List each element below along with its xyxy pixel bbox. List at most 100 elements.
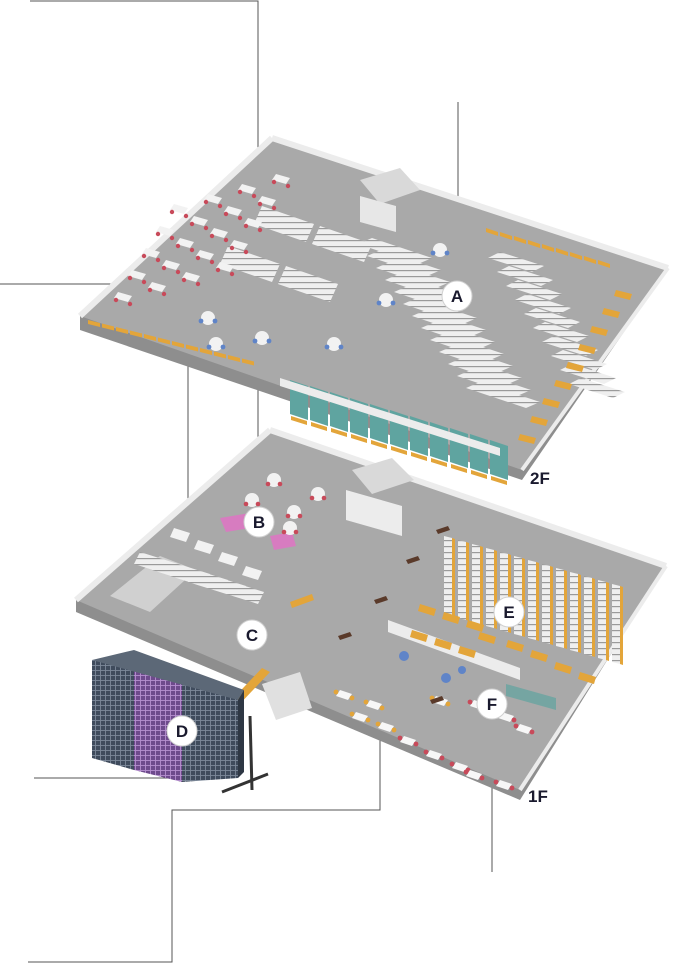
book-stack: [570, 572, 578, 652]
study-table: [506, 640, 524, 652]
reading-table: [230, 240, 248, 250]
area-marker-a[interactable]: A: [441, 280, 473, 312]
study-table: [418, 604, 436, 616]
chair: [391, 727, 397, 733]
reading-table: [170, 204, 188, 214]
marker-label-d: D: [176, 722, 188, 741]
reading-table: [224, 206, 242, 216]
chair: [181, 277, 187, 283]
chair: [127, 301, 133, 307]
study-desk: [158, 337, 170, 345]
book-stack: [466, 382, 540, 408]
chair: [511, 717, 517, 723]
floor-plate-2f: [77, 135, 670, 485]
reading-table: [148, 282, 166, 292]
book-stack: [254, 206, 314, 242]
round-table: [201, 311, 215, 325]
chair: [449, 761, 455, 767]
chair: [445, 701, 451, 707]
study-desk: [130, 330, 142, 338]
room-block-1f: [346, 490, 402, 536]
lounge-seat: [399, 651, 409, 661]
study-desk: [242, 358, 254, 366]
chair: [444, 250, 450, 256]
study-desk: [102, 323, 114, 331]
rack-right-section: [182, 670, 238, 782]
study-desk: [186, 344, 198, 352]
marker-label-b: B: [253, 513, 265, 532]
study-booths-2f: [280, 378, 508, 485]
chair: [293, 529, 299, 535]
round-table: [245, 493, 259, 507]
chair: [333, 689, 339, 695]
chair: [413, 741, 419, 747]
book-stacks-2f: [220, 206, 625, 408]
rack-crane-mast: [248, 715, 254, 791]
chair: [212, 318, 218, 324]
booth-desk: [351, 434, 367, 443]
marker-circle-a: [441, 280, 473, 312]
chair: [243, 501, 249, 507]
area-marker-e[interactable]: E: [493, 596, 525, 628]
stack-end-panel: [522, 558, 525, 637]
chair: [198, 318, 204, 324]
floor-label-1f: 1F: [528, 787, 548, 806]
study-desk: [614, 290, 632, 300]
lounge-seat: [458, 666, 466, 674]
study-desk: [144, 334, 156, 341]
stair-core-2f: [360, 168, 420, 204]
stair-core-1f: [352, 458, 414, 494]
booth-desk: [391, 446, 407, 455]
reading-table: [244, 218, 262, 228]
study-desk: [556, 248, 568, 256]
bench: [436, 526, 450, 534]
chair: [297, 513, 303, 519]
floor-2f-wall-left: [77, 135, 275, 319]
area-marker-c[interactable]: C: [236, 619, 268, 651]
book-stack: [528, 560, 536, 640]
booth-desk: [371, 440, 387, 449]
area-marker-f[interactable]: F: [476, 688, 508, 720]
bench: [338, 632, 352, 640]
chair: [257, 201, 263, 207]
reading-table: [218, 552, 238, 566]
book-stack: [488, 252, 544, 272]
chair: [439, 755, 445, 761]
cafe-table: [516, 724, 532, 734]
chair: [195, 255, 201, 261]
floor-1f-wall-left: [74, 427, 272, 603]
chair: [155, 257, 161, 263]
chair: [365, 717, 371, 723]
book-stack: [458, 540, 466, 620]
study-desk: [214, 351, 226, 359]
reading-table: [216, 262, 234, 272]
chair: [215, 267, 221, 273]
stack-end-panel: [536, 562, 539, 641]
chair: [379, 705, 385, 711]
round-table: [283, 521, 297, 535]
book-stack: [533, 322, 589, 342]
rack-end-face: [238, 690, 244, 778]
chair: [243, 249, 249, 255]
stack-end-panel: [564, 570, 567, 649]
reading-table: [176, 238, 194, 248]
book-stack: [542, 564, 550, 644]
booth-desk: [331, 428, 347, 437]
floor-label-2f: 2F: [530, 469, 550, 488]
study-table: [442, 612, 460, 624]
floor-plate-1f: [74, 427, 668, 800]
round-table: [379, 293, 393, 307]
automated-storage-rack: [92, 650, 269, 794]
floor-2f-wall-back: [271, 135, 669, 271]
book-stack: [497, 266, 553, 286]
book-stack: [439, 346, 513, 372]
bench: [406, 556, 420, 564]
area-marker-b[interactable]: B: [243, 506, 275, 538]
counter-c-2: [290, 594, 314, 608]
book-stacks-1f: [134, 528, 623, 665]
area-marker-d[interactable]: D: [166, 715, 198, 747]
rack-top-face: [92, 650, 244, 700]
chair: [479, 775, 485, 781]
benches-1f: [338, 526, 450, 704]
study-desk: [584, 256, 596, 264]
